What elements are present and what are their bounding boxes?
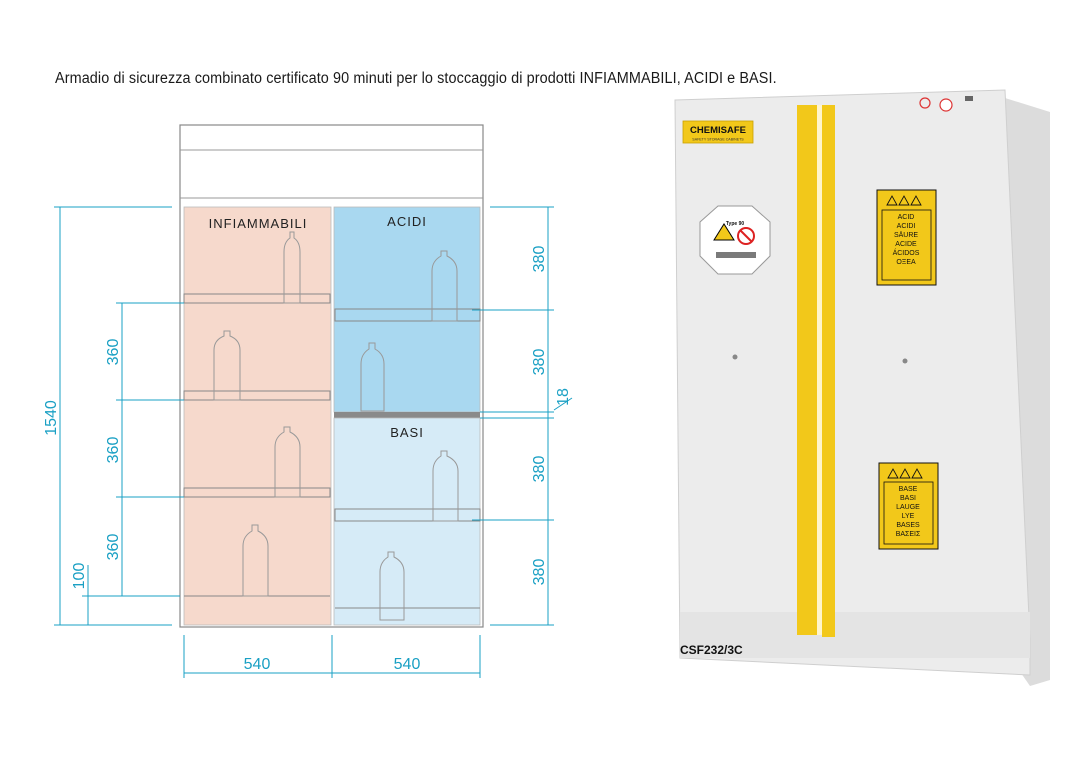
acid-label-line-4: ACIDE — [895, 241, 917, 248]
acid-label-line-6: ΟΞΕΑ — [896, 259, 916, 266]
shelf — [334, 508, 481, 522]
acid-label-line-3: SÄURE — [894, 231, 918, 239]
acid-label-line-2: ACIDI — [897, 223, 916, 230]
flammable-zone — [183, 206, 332, 626]
bottle — [274, 426, 301, 498]
dim-left-shelf-3: 360 — [105, 534, 122, 561]
right-shelves — [334, 308, 481, 609]
base-label-line-2: BASI — [900, 495, 916, 502]
certification-badge — [699, 205, 771, 275]
shelf — [183, 390, 331, 401]
hazard-icon — [910, 195, 922, 206]
hazard-icon — [898, 195, 910, 206]
hazard-icon — [899, 468, 911, 479]
bottle — [432, 450, 459, 522]
base-label-line-4: LYE — [902, 513, 915, 520]
cert-logo-icon-2 — [939, 98, 953, 112]
base-label-line-6: ΒΑΣΕΙΣ — [896, 531, 921, 538]
dim-width-right: 540 — [394, 656, 421, 673]
brand-subtitle: SAFETY STORAGE CABINETS — [692, 138, 744, 142]
bottles — [213, 231, 459, 621]
hazard-icon — [887, 468, 899, 479]
dim-right-shelf-3: 380 — [531, 456, 548, 483]
brand-name: CHEMISAFE — [690, 125, 746, 136]
bottle — [242, 524, 269, 597]
dim-left-shelf-1: 360 — [105, 339, 122, 366]
zone-label-acids: ACIDI — [387, 214, 427, 229]
zone-label-flammable: INFIAMMABILI — [209, 216, 308, 231]
dim-width-left: 540 — [244, 656, 271, 673]
dim-total-height: 1540 — [43, 400, 60, 436]
bottle — [283, 231, 301, 304]
dim-left-shelf-2: 360 — [105, 437, 122, 464]
type-badge-text: Type 90 — [726, 221, 744, 227]
dimension-lines — [54, 206, 573, 678]
door-handle-right — [902, 358, 908, 364]
bottle — [360, 342, 385, 412]
bottle — [213, 330, 241, 401]
acid-label — [876, 189, 937, 286]
hazard-flame-icon — [713, 223, 735, 241]
shelf — [183, 293, 331, 304]
shelf — [334, 308, 481, 322]
flag-icon — [965, 96, 973, 101]
cabinet-base — [680, 612, 1030, 658]
shelf — [183, 487, 331, 498]
door-strip-white — [817, 105, 822, 635]
dim-right-shelf-2: 380 — [531, 349, 548, 376]
ce-mark — [716, 252, 756, 258]
base-label-line-3: LAUGE — [896, 504, 920, 511]
dim-bottom-offset: 100 — [71, 563, 88, 590]
dim-right-shelf-4: 380 — [531, 559, 548, 586]
door-strip — [797, 105, 817, 635]
zone-label-bases: BASI — [390, 425, 424, 440]
base-label-line-5: BASES — [896, 522, 920, 529]
hazard-icon — [886, 195, 898, 206]
hazard-icon — [911, 468, 923, 479]
acid-label-line-5: ÁCIDOS — [893, 248, 920, 257]
caption: Armadio di sicurezza combinato certifica… — [55, 70, 777, 87]
cabinet-body — [674, 89, 1031, 676]
base-label-line-1: BASE — [899, 486, 918, 493]
brand-label — [682, 120, 754, 144]
product-photo: CHEMISAFE SAFETY STORAGE CABINETS Type 9… — [674, 89, 1050, 686]
model-name: CSF232/3C — [680, 643, 743, 657]
acid-base-separator — [334, 412, 480, 418]
cert-logo-icon — [919, 97, 931, 109]
door-handle-left — [732, 354, 738, 360]
bottle — [431, 250, 458, 322]
dim-separator: 18 — [555, 388, 572, 406]
door-strip-2 — [822, 105, 835, 637]
dim-right-shelf-1: 380 — [531, 246, 548, 273]
acid-label-line-1: ACID — [898, 214, 915, 221]
bottle — [379, 551, 405, 621]
